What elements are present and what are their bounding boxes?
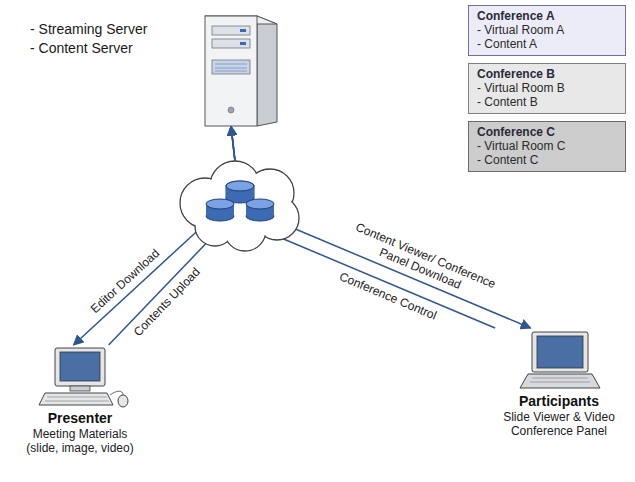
laptop-icon [488,328,630,393]
role-description: Slide Viewer & Video Conference Panel [488,410,630,438]
conference-item: - Content C [477,153,617,167]
server-label: - Streaming Server [30,20,147,39]
server-label: - Content Server [30,39,147,58]
conference-title: Conference A [477,9,617,23]
conference-item: - Content B [477,95,617,109]
conference-item: - Virtual Room B [477,81,617,95]
data-flow-arrow [109,126,240,345]
conference-item: - Content A [477,37,617,51]
conference-box: Conference C- Virtual Room C- Content C [468,121,626,172]
server-node: - Streaming Server- Content Server [30,10,292,132]
presenter-node: PresenterMeeting Materials (slide, image… [15,345,145,455]
server-icon [195,10,285,128]
network-cloud [175,158,305,253]
role-title: Participants [488,393,630,410]
conference-box: Conference A- Virtual Room A- Content A [468,5,626,56]
role-title: Presenter [15,410,145,427]
conference-title: Conference B [477,67,617,81]
conference-box: Conference B- Virtual Room B- Content B [468,63,626,114]
conference-item: - Virtual Room A [477,23,617,37]
desktop-computer-icon [15,345,145,410]
conference-title: Conference C [477,125,617,139]
participants-node: ParticipantsSlide Viewer & Video Confere… [488,328,630,438]
conference-item: - Virtual Room C [477,139,617,153]
server-text-group: - Streaming Server- Content Server [30,20,147,58]
role-description: Meeting Materials (slide, image, video) [15,427,145,455]
data-flow-arrow [74,126,241,345]
